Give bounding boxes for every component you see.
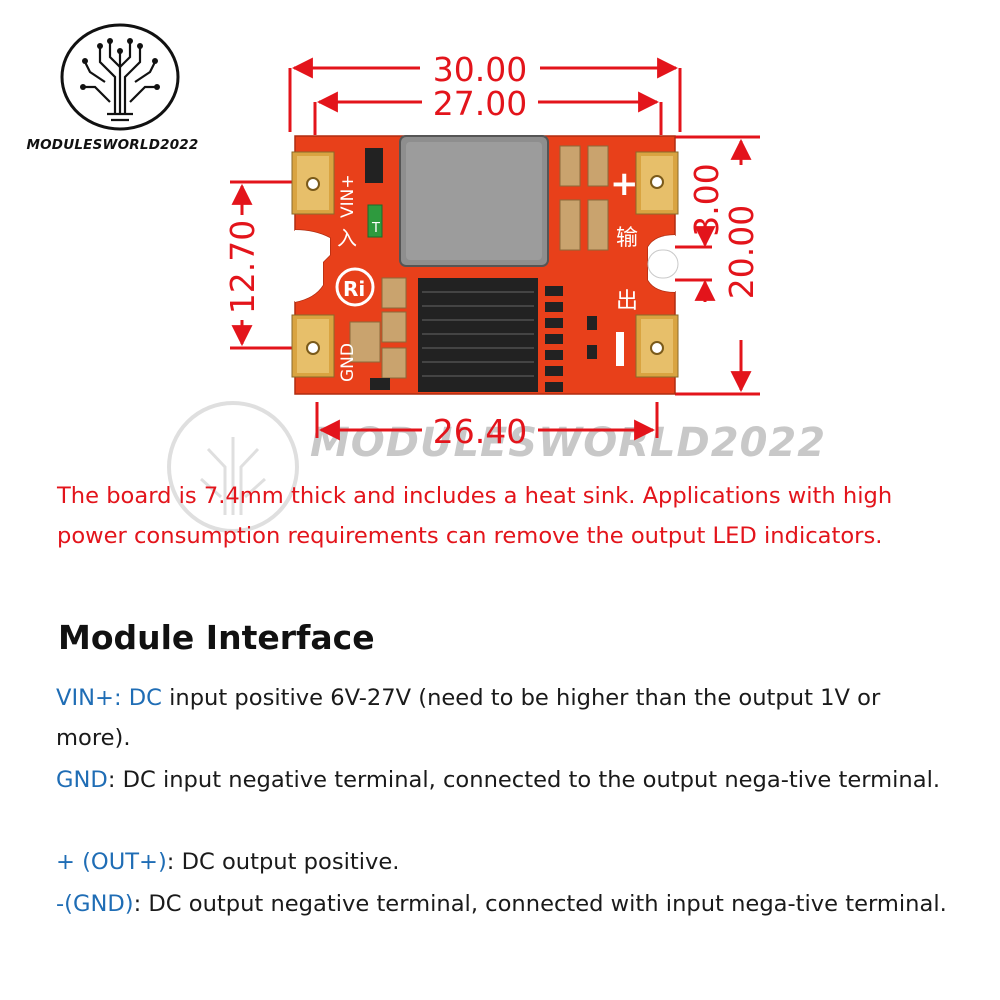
watermark-text: MODULESWORLD2022 bbox=[310, 420, 827, 466]
pad-vin bbox=[291, 151, 335, 215]
interface-item-out-plus: + (OUT+): DC output positive. bbox=[56, 842, 956, 882]
label-output-char-2: 出 bbox=[616, 289, 638, 314]
dim-hole-pitch: 12.70 bbox=[223, 220, 262, 314]
dim-slot: 3.00 bbox=[687, 163, 726, 236]
dim-bottom-width: 26.40 bbox=[433, 412, 527, 451]
pad-out-minus bbox=[635, 314, 679, 378]
interface-item-vin: VIN+: DC input positive 6V-27V (need to … bbox=[56, 678, 956, 758]
dim-outer-width: 30.00 bbox=[433, 50, 527, 89]
dim-inner-width: 27.00 bbox=[433, 84, 527, 123]
interface-item-gnd: GND: DC input negative terminal, connect… bbox=[56, 760, 956, 800]
interface-key: -(GND) bbox=[56, 891, 134, 917]
label-output-char-1: 输 bbox=[616, 226, 638, 251]
pad-gnd bbox=[291, 314, 335, 378]
dim-height: 20.00 bbox=[722, 205, 761, 299]
heat-sink bbox=[418, 278, 538, 392]
interface-text: : DC input negative terminal, connected … bbox=[107, 767, 941, 793]
interface-text: : DC output negative terminal, connected… bbox=[133, 891, 947, 917]
interface-key: GND bbox=[56, 767, 108, 793]
interface-text: input positive 6V-27V (need to be higher… bbox=[56, 685, 881, 751]
interface-key: VIN+: DC bbox=[56, 685, 162, 711]
note-paragraph: The board is 7.4mm thick and includes a … bbox=[57, 483, 893, 549]
interface-key: + (OUT+) bbox=[56, 849, 167, 875]
label-logo-mark: Ri bbox=[343, 277, 365, 301]
label-input-char: 入 bbox=[337, 226, 357, 250]
brand-logo-text: MODULESWORLD2022 bbox=[26, 137, 199, 153]
pad-out-plus bbox=[635, 151, 679, 215]
interface-item-out-gnd: -(GND): DC output negative terminal, con… bbox=[56, 884, 956, 924]
label-plus: + bbox=[610, 164, 639, 204]
board-diagram: 30.00 27.00 26.40 12.70 20.00 3.00 bbox=[223, 50, 761, 451]
watermark-seal-icon bbox=[167, 401, 299, 533]
label-led-mark: T bbox=[371, 221, 380, 236]
label-gnd: GND bbox=[338, 343, 358, 382]
brand-logo-tree-icon bbox=[60, 23, 180, 131]
label-vin-plus: VIN+ bbox=[338, 174, 358, 218]
interface-text: : DC output positive. bbox=[166, 849, 400, 875]
section-title: Module Interface bbox=[58, 618, 375, 657]
